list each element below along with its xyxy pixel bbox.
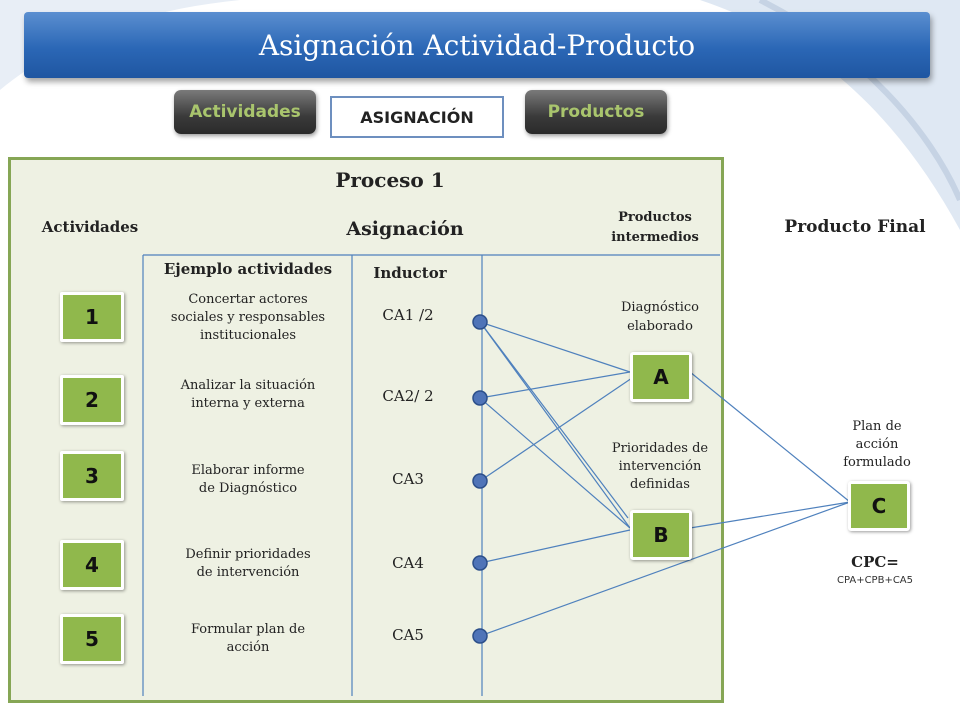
- tab-actividades[interactable]: Actividades: [174, 90, 316, 134]
- activity-number-5: 5: [60, 614, 124, 664]
- inductor-node-2: [472, 390, 488, 406]
- activity-text-2-line1: Analizar la situación: [180, 378, 316, 393]
- product-c-caption-line2: acción: [855, 437, 899, 452]
- activity-text-3-line1: Elaborar informe: [191, 463, 305, 478]
- asignacion-header: Asignación: [346, 218, 464, 240]
- activity-text-1-line1: Concertar actores: [188, 292, 308, 307]
- cpc-label: CPC=: [851, 553, 899, 571]
- inductor-node-1: [472, 314, 488, 330]
- product-c-caption-line3: formulado: [843, 455, 911, 470]
- product-c-box: C: [848, 481, 910, 531]
- product-b-caption-line3: definidas: [630, 477, 690, 492]
- activity-text-5-line2: acción: [226, 640, 270, 655]
- product-b-box: B: [630, 510, 692, 560]
- ejemplo-actividades-header: Ejemplo actividades: [163, 260, 333, 278]
- activity-text-1-line3: institucionales: [199, 328, 297, 343]
- inductor-label-3: CA3: [392, 470, 424, 488]
- product-a-caption-line1: Diagnóstico: [620, 300, 699, 315]
- activity-text-2-line2: interna y externa: [191, 396, 305, 411]
- tab-productos[interactable]: Productos: [525, 90, 667, 134]
- inductor-label-5: CA5: [392, 626, 424, 644]
- activity-text-1: Concertar actores sociales y responsable…: [150, 291, 346, 345]
- inductor-node-4: [472, 555, 488, 571]
- inductor-label-1: CA1 /2: [382, 306, 434, 324]
- title-bar: Asignación Actividad-Producto: [24, 12, 930, 78]
- product-a-caption-line2: elaborado: [627, 319, 693, 334]
- inductor-label-4: CA4: [392, 554, 424, 572]
- asignacion-box: ASIGNACIÓN: [330, 96, 504, 138]
- product-a-box: A: [630, 352, 692, 402]
- proceso-title: Proceso 1: [335, 168, 445, 192]
- inductor-node-5: [472, 628, 488, 644]
- activity-number-3: 3: [60, 451, 124, 501]
- productos-intermedios-line2: intermedios: [611, 230, 699, 245]
- page-title: Asignación Actividad-Producto: [258, 28, 696, 62]
- activity-text-1-line2: sociales y responsables: [170, 310, 326, 325]
- activity-number-2: 2: [60, 375, 124, 425]
- activity-number-4: 4: [60, 540, 124, 590]
- activity-text-3-line2: de Diagnóstico: [198, 481, 298, 496]
- product-b-caption-line2: intervención: [618, 459, 702, 474]
- process-panel: [8, 157, 724, 703]
- productos-intermedios-header: Productos intermedios: [592, 208, 718, 248]
- activity-number-1: 1: [60, 292, 124, 342]
- inductor-header: Inductor: [373, 264, 447, 282]
- inductor-node-3: [472, 473, 488, 489]
- activity-text-4-line2: de intervención: [196, 565, 300, 580]
- product-c-caption: Plan de acción formulado: [822, 418, 932, 472]
- activity-text-2: Analizar la situación interna y externa: [150, 377, 346, 413]
- activity-text-4: Definir prioridades de intervención: [150, 546, 346, 582]
- activity-text-5: Formular plan de acción: [150, 621, 346, 657]
- productos-intermedios-line1: Productos: [618, 210, 692, 225]
- activity-text-5-line1: Formular plan de: [190, 622, 306, 637]
- producto-final-header: Producto Final: [784, 217, 926, 237]
- product-c-caption-line1: Plan de: [852, 419, 902, 434]
- activity-text-4-line1: Definir prioridades: [185, 547, 311, 562]
- cpc-formula: CPA+CPB+CA5: [836, 575, 914, 586]
- product-b-caption: Prioridades de intervención definidas: [598, 440, 722, 494]
- actividades-header: Actividades: [41, 218, 139, 236]
- inductor-label-2: CA2/ 2: [382, 387, 434, 405]
- activity-text-3: Elaborar informe de Diagnóstico: [150, 462, 346, 498]
- product-b-caption-line1: Prioridades de: [611, 441, 709, 456]
- product-a-caption: Diagnóstico elaborado: [600, 298, 720, 336]
